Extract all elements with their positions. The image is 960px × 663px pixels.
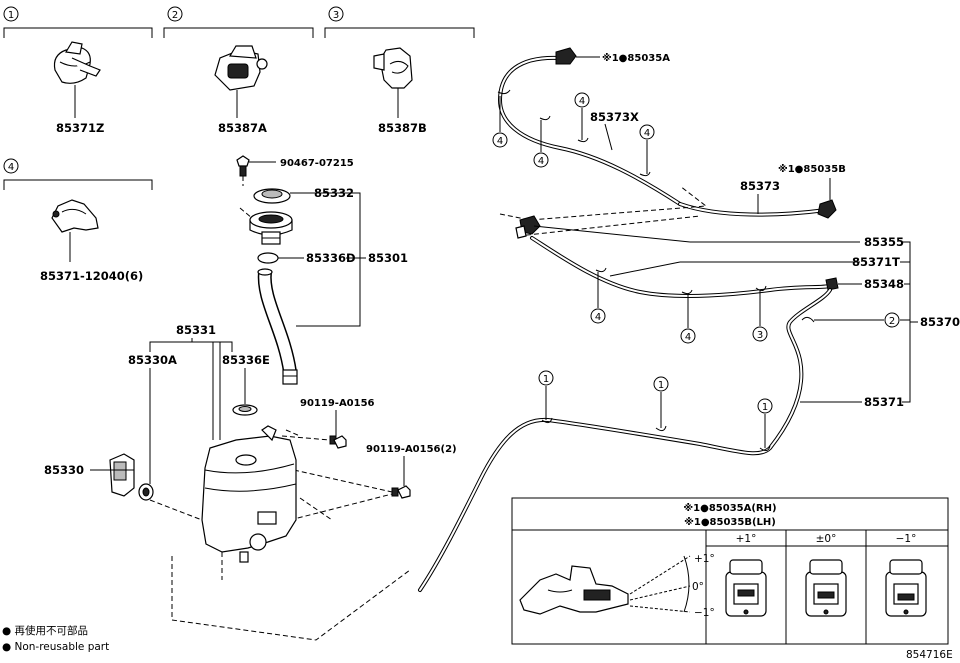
part-label-85331: 85331 bbox=[176, 323, 216, 337]
diagram-id: 854716E bbox=[906, 649, 953, 661]
part-label-85330a: 85330A bbox=[128, 353, 177, 367]
inset-col-plus: +1° bbox=[736, 533, 757, 545]
part-label-85371t: 85371T bbox=[852, 255, 900, 269]
ring-85336d-icon bbox=[257, 252, 304, 264]
legend-line-en: ● Non-reusable part bbox=[2, 641, 109, 653]
inset-angle-minus: −1° bbox=[694, 607, 715, 619]
part-label-85330: 85330 bbox=[44, 463, 84, 477]
cap-85332-icon bbox=[253, 188, 356, 204]
part-label-90119-b: 90119-A0156(2) bbox=[366, 444, 457, 455]
part-label-85387a: 85387A bbox=[218, 121, 267, 135]
nozzle-85035b-icon bbox=[817, 178, 837, 219]
part-label-85332: 85332 bbox=[314, 186, 354, 200]
bolt-90119-b-icon bbox=[289, 456, 411, 521]
nozzle-front-plus-icon bbox=[725, 559, 767, 617]
connector-85348-icon bbox=[825, 277, 862, 291]
group-num-4: 4 bbox=[8, 162, 14, 173]
part-label-85301: 85301 bbox=[368, 251, 408, 265]
inset-col-minus: −1° bbox=[896, 533, 917, 545]
inset-angle-zero: 0° bbox=[692, 581, 704, 593]
grommet-85330a-icon bbox=[138, 483, 154, 501]
filler-hose-icon bbox=[257, 268, 298, 385]
clip-85387b-icon bbox=[373, 47, 413, 118]
part-label-85336e: 85336E bbox=[222, 353, 270, 367]
group-bracket-4: 4 bbox=[3, 158, 153, 190]
clip-85371-12040-icon bbox=[51, 199, 99, 262]
bolt-90467-icon bbox=[236, 155, 276, 186]
part-label-85371z: 85371Z bbox=[56, 121, 104, 135]
callout-4-d: 4 bbox=[644, 128, 650, 139]
nozzle-side-view-icon bbox=[519, 555, 691, 615]
callout-1-b: 1 bbox=[658, 380, 664, 391]
part-label-90467: 90467-07215 bbox=[280, 158, 354, 169]
inset-title-rh: ※1●85035A(RH) bbox=[683, 502, 776, 514]
nozzle-front-zero-icon bbox=[805, 559, 847, 617]
part-label-85373: 85373 bbox=[740, 179, 780, 193]
part-label-85355: 85355 bbox=[864, 235, 904, 249]
group-bracket-2: 2 bbox=[163, 6, 314, 38]
part-label-85370: 85370 bbox=[920, 315, 960, 329]
group-num-2: 2 bbox=[172, 10, 178, 21]
clip-85371z-icon bbox=[53, 41, 101, 118]
grommet-85336e-icon bbox=[232, 404, 258, 416]
inset-col-zero: ±0° bbox=[816, 533, 837, 545]
group-num-1: 1 bbox=[8, 10, 14, 21]
inset-title-lh: ※1●85035B(LH) bbox=[684, 516, 776, 528]
callout-4-f: 4 bbox=[685, 332, 691, 343]
nozzle-85035a-icon bbox=[555, 47, 600, 65]
nozzle-front-minus-icon bbox=[885, 559, 927, 617]
part-label-85348: 85348 bbox=[864, 277, 904, 291]
bolt-90119-a-icon bbox=[281, 410, 347, 449]
inset-angle-plus: +1° bbox=[694, 553, 715, 565]
callout-3: 3 bbox=[757, 330, 763, 341]
washer-tank-icon bbox=[201, 425, 301, 563]
group-num-3: 3 bbox=[333, 10, 339, 21]
callout-4-a: 4 bbox=[497, 136, 503, 147]
part-label-85387b: 85387B bbox=[378, 121, 427, 135]
nozzle-adjust-inset: ※1●85035A(RH) ※1●85035B(LH) +1° ±0° −1° … bbox=[511, 497, 949, 645]
install-outline bbox=[171, 556, 411, 641]
part-label-85336d: 85336D bbox=[306, 251, 356, 265]
group-bracket-3: 3 bbox=[324, 6, 475, 38]
part-label-85035a: ※1●85035A bbox=[602, 52, 670, 64]
inlet-head-icon bbox=[239, 207, 293, 245]
callout-2: 2 bbox=[889, 316, 895, 327]
callout-1-a: 1 bbox=[543, 374, 549, 385]
pump-85330-icon bbox=[90, 453, 135, 497]
part-label-85371-12040: 85371-12040(6) bbox=[40, 269, 143, 283]
legend-line-jp: ● 再使用不可部品 bbox=[2, 624, 88, 637]
part-label-90119-a: 90119-A0156 bbox=[300, 398, 375, 409]
callout-1-c: 1 bbox=[762, 402, 768, 413]
callout-4-b: 4 bbox=[538, 156, 544, 167]
callout-4-e: 4 bbox=[595, 312, 601, 323]
part-label-85373x: 85373X bbox=[590, 110, 639, 124]
callout-4-c: 4 bbox=[579, 96, 585, 107]
group-bracket-1: 1 bbox=[3, 6, 153, 38]
joint-85355-icon bbox=[515, 215, 541, 239]
part-label-85371: 85371 bbox=[864, 395, 904, 409]
clip-85387a-icon bbox=[214, 45, 268, 118]
part-label-85035b: ※1●85035B bbox=[778, 163, 846, 175]
bracket-85301 bbox=[296, 192, 361, 327]
